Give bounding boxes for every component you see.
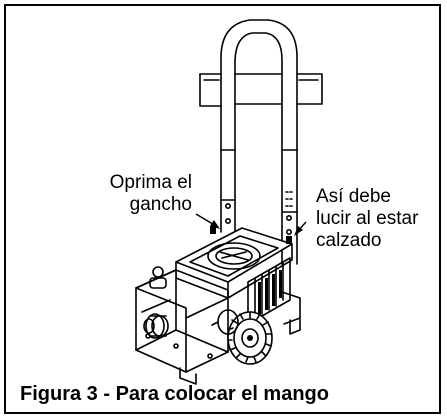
figure-frame [4,4,441,414]
seated-state-line2: lucir al estar [316,208,419,229]
figure-caption: Figura 3 - Para colocar el mango [20,383,329,405]
press-hook-line2: gancho [129,194,192,215]
seated-state-line1: Así debe [316,186,391,207]
seated-state-callout: Así debe lucir al estar calzado [316,186,441,252]
press-hook-callout: Oprima el gancho [57,172,192,216]
press-hook-line1: Oprima el [109,172,192,193]
seated-state-line3: calzado [316,230,382,251]
